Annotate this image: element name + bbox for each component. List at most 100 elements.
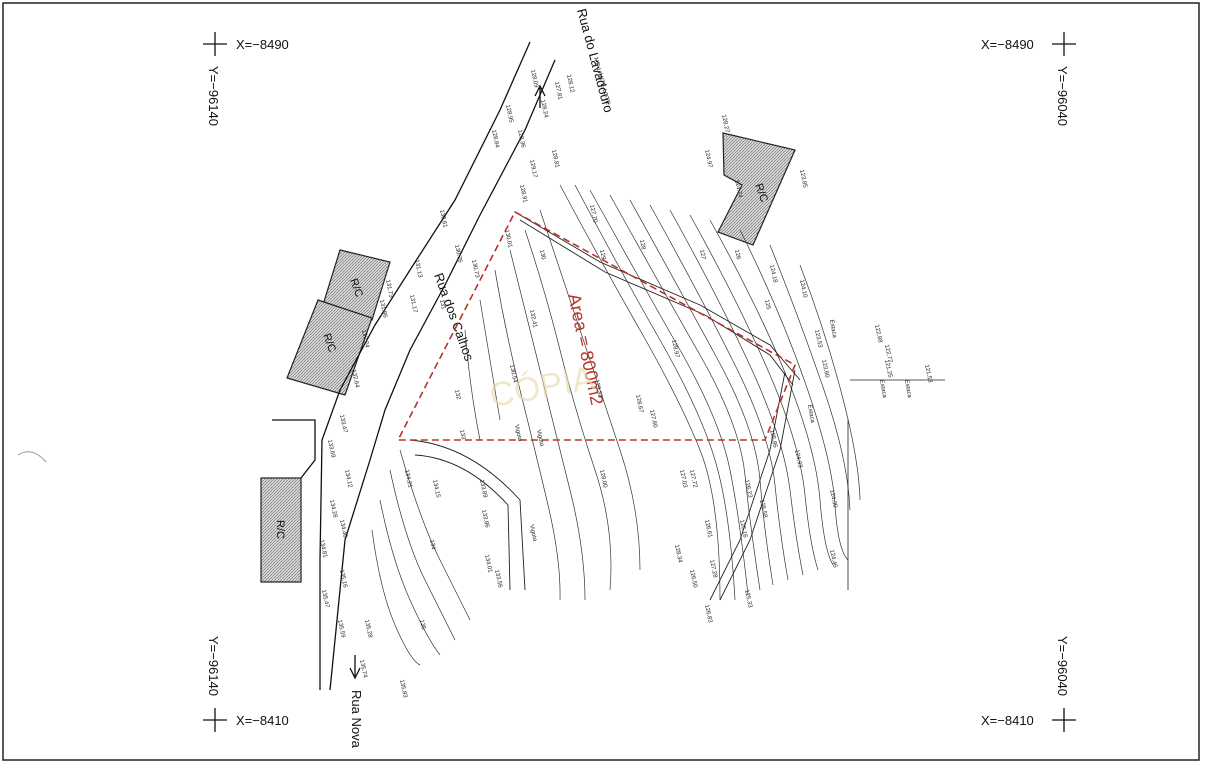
elevation-label: 128 <box>638 239 646 251</box>
elevation-label: 132.24 <box>360 329 370 349</box>
elevation-label: 128.27 <box>720 114 730 134</box>
wall-top-inner <box>519 219 794 386</box>
elevation-label: 128.95 <box>504 104 514 124</box>
elevation-label: 121.25 <box>883 359 893 379</box>
corner-crosshairs <box>203 32 1076 732</box>
elevation-label: 131.86 <box>378 299 388 319</box>
elevation-label: 127 <box>698 249 706 261</box>
elevation-label: 127.60 <box>648 409 658 429</box>
elevation-label: 130.73 <box>470 259 480 279</box>
estaca-label: Estaca <box>828 319 837 339</box>
elevation-label: 128.97 <box>670 339 680 359</box>
elevation-label: 124.18 <box>768 264 778 284</box>
elevation-label: 124.30 <box>828 489 838 509</box>
coord-bottom-left-y: Y=−96140 <box>206 636 221 696</box>
contour-lines <box>371 184 861 666</box>
elevation-label: 134.01 <box>483 554 493 574</box>
elevation-label: 124.74 <box>733 179 743 199</box>
elevation-label: 127.03 <box>678 469 688 489</box>
elevation-label: 135.74 <box>358 659 368 679</box>
elevation-label: 128.34 <box>673 544 683 564</box>
elevation-label: 134.15 <box>431 479 441 499</box>
elevation-label: 122.77 <box>883 344 893 364</box>
elevation-label: 125 <box>763 299 771 311</box>
elevation-label: 135.16 <box>338 569 348 589</box>
elevation-label: 130.01 <box>503 229 513 249</box>
elevation-label: 132.64 <box>350 369 360 389</box>
elevation-label: 124.10 <box>798 279 808 299</box>
elevation-label: 128.12 <box>565 74 575 94</box>
elevation-label: 124.97 <box>703 149 713 169</box>
estaca-label: Estaca <box>878 379 887 399</box>
elevation-label: 127.81 <box>553 81 563 101</box>
elevation-label: 128.81 <box>550 149 560 169</box>
elevation-label: 123.53 <box>813 329 823 349</box>
elevation-label: 133.89 <box>478 479 488 499</box>
elevation-label: 127.28 <box>708 559 718 579</box>
elevation-label: 135.47 <box>320 589 330 609</box>
elevation-label: 135.28 <box>363 619 373 639</box>
arrow-top-icon <box>534 84 546 108</box>
elevation-label: 126.50 <box>688 569 698 589</box>
elevation-label: 134.81 <box>318 539 328 559</box>
elevation-label: 125.33 <box>743 589 753 609</box>
elevation-label: 134.28 <box>328 499 338 519</box>
elevation-label: 134.12 <box>343 469 353 489</box>
street-label-side: Rua dos Calhos <box>431 271 477 364</box>
elevation-label: 132.41 <box>528 309 538 329</box>
elevation-label: 128.24 <box>539 99 549 119</box>
elevation-label: 134.40 <box>338 519 348 539</box>
elevation-label: 128.09 <box>529 69 539 89</box>
elevation-label: 135.59 <box>336 619 346 639</box>
elevation-label: 125.58 <box>758 499 768 519</box>
street-edges <box>272 41 556 691</box>
coord-bottom-right-y: Y=−96040 <box>1055 636 1070 696</box>
wall-right-inner <box>709 371 786 601</box>
elevation-label: 131.73 <box>384 279 394 299</box>
elevation-label: 121.53 <box>923 364 933 384</box>
watermark: CÓPIA <box>487 359 598 415</box>
elevation-label: 134 <box>428 539 436 551</box>
wall-right <box>719 369 796 601</box>
elevation-label: 131.13 <box>413 259 423 279</box>
estaca-label: Estaca <box>903 379 912 399</box>
elevation-label: 128.36 <box>516 129 526 149</box>
coord-top-left-y: Y=−96140 <box>206 66 221 126</box>
elevation-label: 133.56 <box>493 569 503 589</box>
elevation-label: 126.16 <box>738 519 748 539</box>
estaca-label: Estaca <box>806 404 815 424</box>
elevation-label: 130.76 <box>453 244 463 264</box>
elevation-label: 124.93 <box>793 449 803 469</box>
elevation-label: 129.33 <box>593 379 603 399</box>
building-labels: R/C R/C R/C R/C <box>274 182 770 539</box>
elevation-label: 128.67 <box>634 394 644 414</box>
elevation-label: 123.85 <box>798 169 808 189</box>
coord-top-left-x: X=−8490 <box>236 37 289 52</box>
margin-arc <box>17 451 47 463</box>
lot-boundary <box>396 210 797 441</box>
elevation-label: 130.54 <box>508 364 518 384</box>
building-label: R/C <box>274 520 286 539</box>
elevation-label: 129.17 <box>528 159 538 179</box>
street-label-bottom: Rua Nova <box>349 690 364 749</box>
vigota-label: Vigota <box>513 424 523 442</box>
vigota-label: Vigota <box>535 429 545 447</box>
elevation-label: 122.88 <box>873 324 883 344</box>
elevation-label: 133.69 <box>326 439 336 459</box>
vigota-label: Vigota <box>528 524 538 542</box>
street-edge-inner <box>329 59 556 691</box>
elevation-label: 130 <box>538 249 546 261</box>
building-top-right <box>717 132 796 246</box>
elevation-label: 126 <box>733 249 741 261</box>
elevation-label: 133.86 <box>480 509 490 529</box>
elevation-label: 127.72 <box>688 469 698 489</box>
elevation-label: 131.17 <box>408 294 418 314</box>
wall-left-inner <box>414 454 511 591</box>
elevation-label: 128.00 <box>598 469 608 489</box>
elevation-label: 129 <box>598 249 606 261</box>
elevation-label: 132 <box>453 389 461 401</box>
elevation-label: 126.83 <box>703 604 713 624</box>
